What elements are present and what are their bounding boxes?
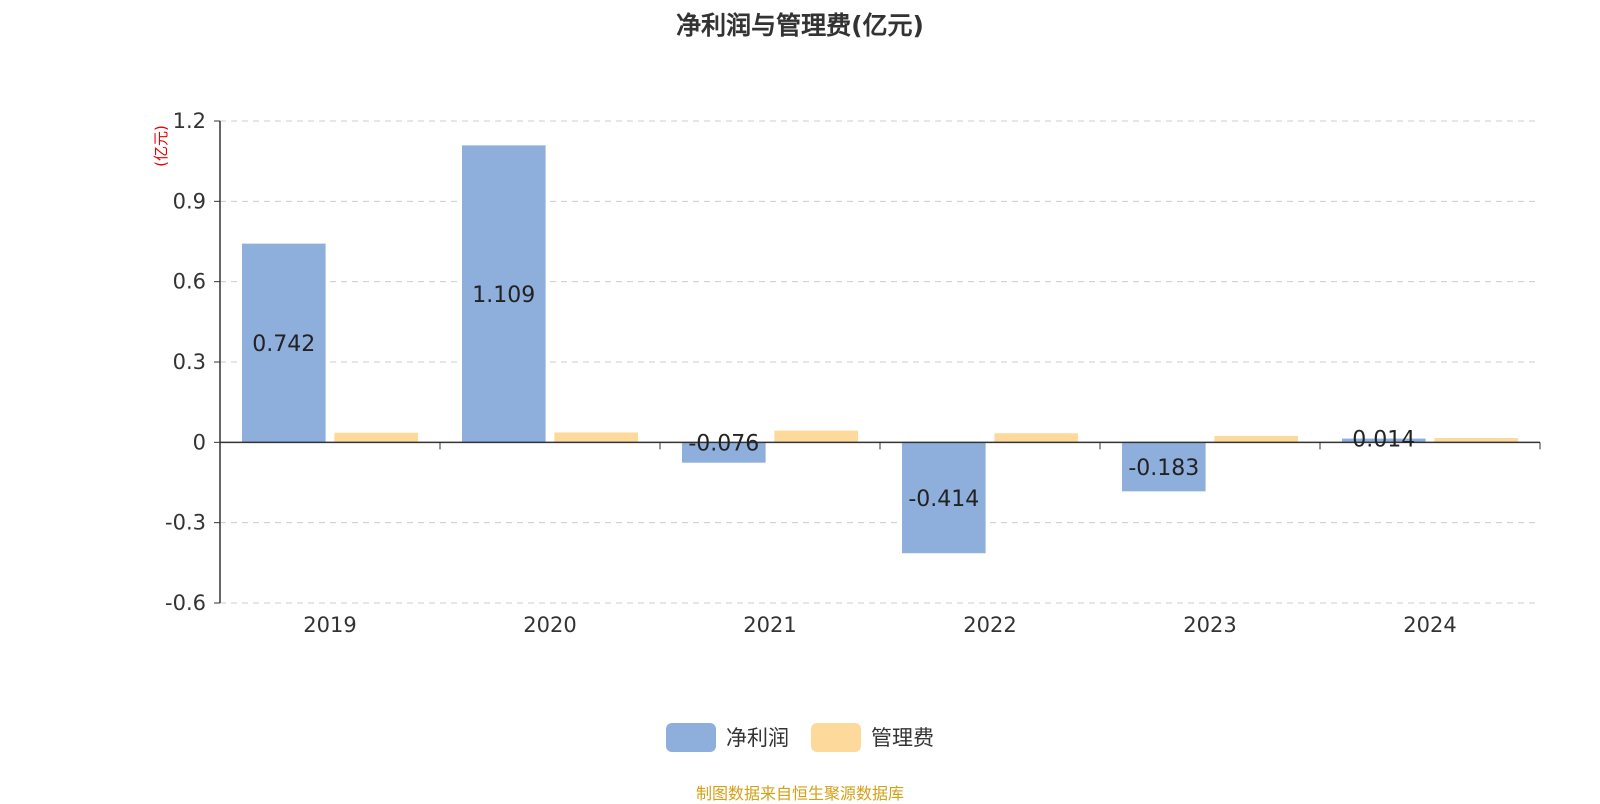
y-tick-label: 0.9 [173,189,206,213]
x-tick-label: 2020 [523,613,576,637]
data-label: -0.183 [1128,456,1199,481]
legend-label: 管理费 [871,726,934,750]
admin-expense-bar [994,433,1078,443]
x-tick-label: 2021 [743,613,796,637]
admin-expense-bar [1434,438,1518,443]
x-tick-label: 2022 [963,613,1016,637]
legend-item-net-profit[interactable]: 净利润 [666,722,789,752]
bars [242,145,1518,554]
legend: 净利润 管理费 [0,722,1600,752]
net-profit-bar [682,442,766,463]
admin-expense-bar [1214,435,1298,443]
data-label: -0.076 [688,431,759,456]
legend-item-admin-expense[interactable]: 管理费 [811,722,934,752]
y-axis-label: (亿元) [152,125,170,167]
y-tick-label: 1.2 [173,109,206,133]
chart-title: 净利润与管理费(亿元) [676,11,924,40]
axes: 1.2 0.9 0.6 0.3 0 -0.3 -0.6 2019 2020 2021 2022 202… [165,109,1541,637]
data-label: 0.742 [252,332,315,357]
data-labels: 0.742 1.109 -0.076 -0.414 -0.183 0.014 [252,283,1415,512]
data-label: -0.414 [908,487,979,512]
net-profit-bar [1122,442,1206,492]
y-tick-label: -0.3 [165,511,206,535]
x-tick-label: 2024 [1403,613,1456,637]
y-tick-label: 0 [193,430,206,454]
net-profit-bar [462,145,546,443]
y-tick-label: -0.6 [165,591,206,615]
y-tick-label: 0.3 [173,350,206,374]
x-tick-label: 2023 [1183,613,1236,637]
data-label: 0.014 [1352,428,1415,453]
y-tick-label: 0.6 [173,270,206,294]
grid-lines [220,120,1540,604]
net-profit-bar [242,243,326,443]
legend-label: 净利润 [726,726,789,750]
net-profit-bar [902,442,986,554]
source-note: 制图数据来自恒生聚源数据库 [695,784,904,803]
bar-chart: 1.2 0.9 0.6 0.3 0 -0.3 -0.6 2019 2020 2021 2022 202… [152,109,1541,637]
legend-swatch [811,722,861,752]
net-profit-bar [1342,438,1426,443]
admin-expense-bar [554,432,638,443]
legend-swatch [666,722,716,752]
admin-expense-bar [334,432,418,443]
x-tick-label: 2019 [303,613,356,637]
admin-expense-bar [774,430,858,443]
data-label: 1.109 [472,283,535,308]
